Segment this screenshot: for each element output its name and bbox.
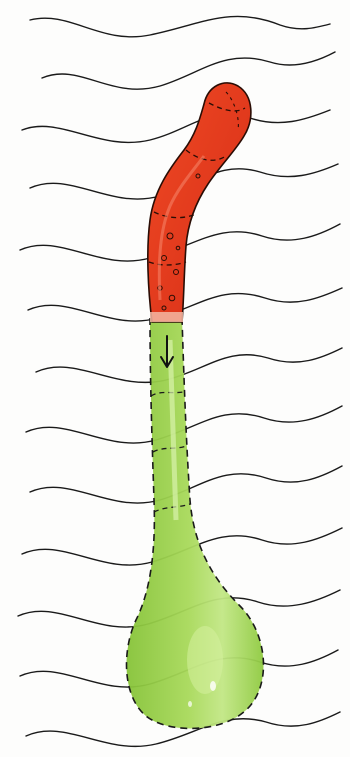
wave-line [36,348,342,382]
red-tube-body [148,83,251,322]
wave-line [22,110,330,142]
wave-line [28,288,342,321]
green-tube-segment [127,318,264,728]
wave-line [30,16,330,36]
wave-line [42,52,335,89]
junction-band [150,312,183,322]
green-highlight [187,626,223,694]
green-speck [210,681,216,691]
red-tube-segment [148,83,251,322]
green-speck [188,701,192,707]
